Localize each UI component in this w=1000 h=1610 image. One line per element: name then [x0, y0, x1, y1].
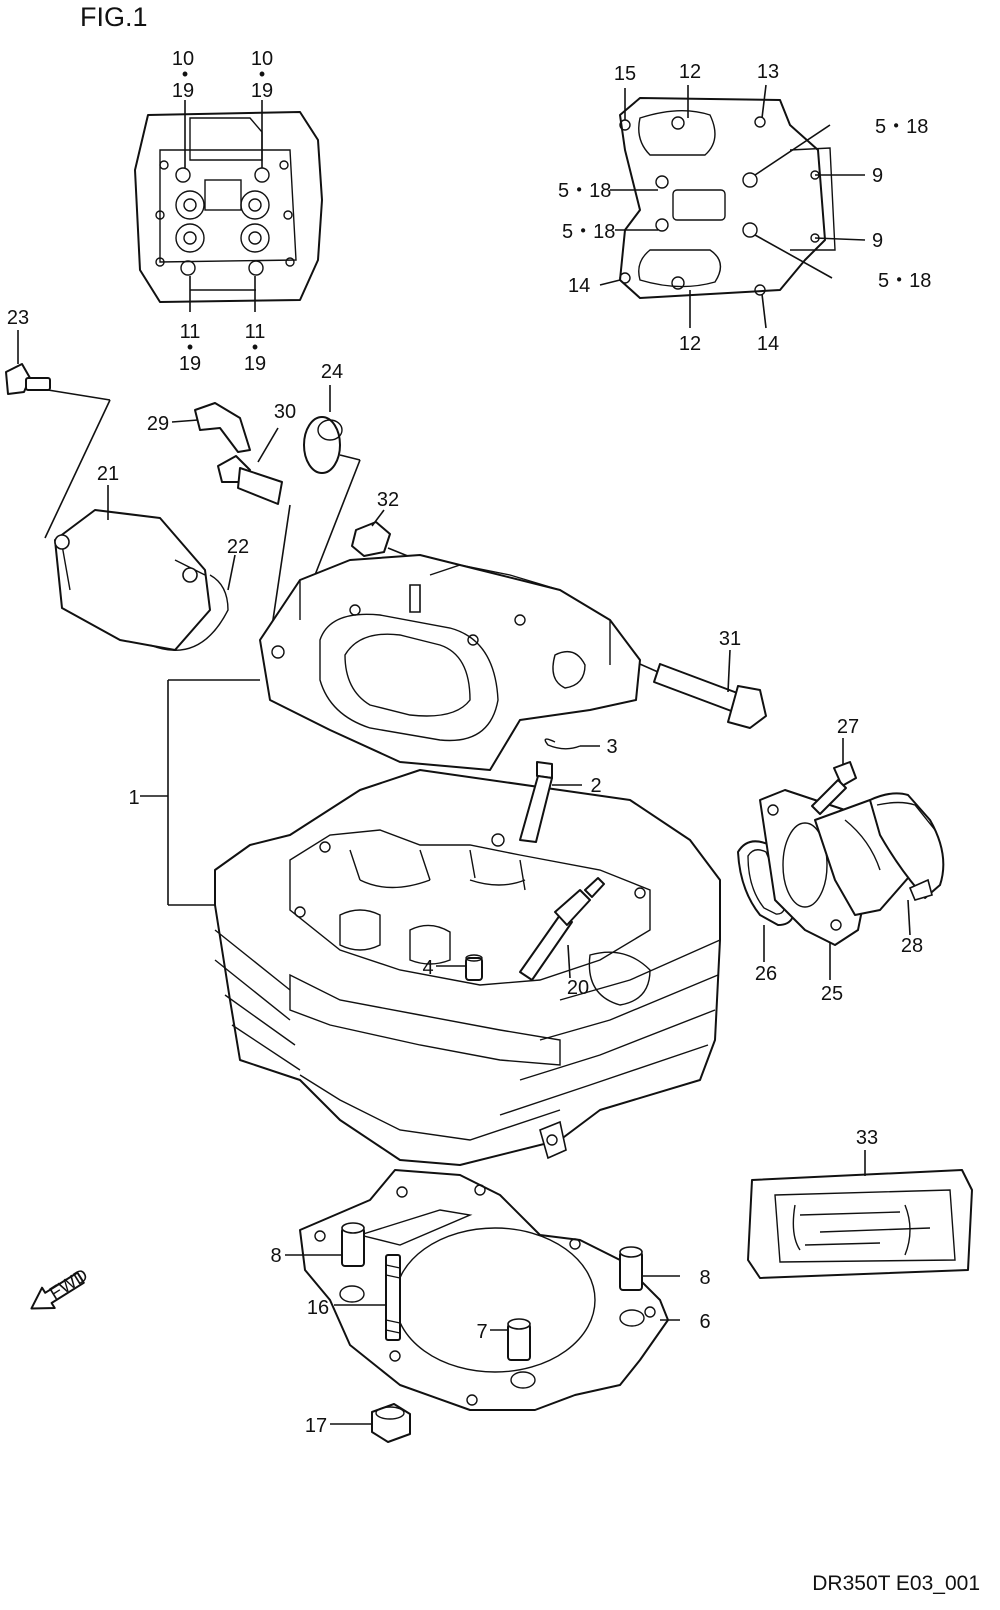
bolt-27: [811, 738, 857, 815]
callout-13: 13: [757, 61, 779, 83]
callout-5-18-bottom-right: 5・18: [878, 270, 931, 292]
fwd-arrow-icon: FWD: [30, 1265, 91, 1310]
callout-bracket-1: [140, 679, 260, 906]
clamp-28: [869, 792, 945, 936]
callout-31: 31: [719, 628, 741, 650]
head-gasket-6: [299, 1169, 680, 1411]
callout-17: 17: [305, 1415, 327, 1437]
callout-25: 25: [821, 983, 843, 1005]
callout-14-right: 14: [757, 333, 779, 355]
callout-12-bottom: 12: [679, 333, 701, 355]
callout-21: 21: [97, 463, 119, 485]
intake-pipe-25: [759, 789, 916, 980]
head-cover-21: [54, 485, 236, 652]
valve-guide-2: [519, 761, 582, 843]
callout-32: 32: [377, 489, 399, 511]
callout-23: 23: [7, 307, 29, 329]
callout-8-right: 8: [699, 1267, 710, 1289]
callout-5-18-top-right: 5・18: [875, 116, 928, 138]
dowel-8-left: [285, 1222, 365, 1267]
fwd-label: FWD: [46, 1265, 91, 1304]
callout-11-left: 11: [180, 321, 201, 343]
spark-plug-20: [519, 877, 605, 981]
callout-16: 16: [307, 1297, 329, 1319]
bolt-30: [217, 427, 291, 641]
callout-9-bottom: 9: [872, 230, 883, 252]
callout-14-left: 14: [568, 275, 590, 297]
callout-11-right: 11: [245, 321, 266, 343]
callout-3: 3: [606, 736, 617, 758]
callout-10-left: 10: [172, 48, 194, 70]
svg-text:•: •: [187, 337, 193, 357]
callout-22: 22: [227, 536, 249, 558]
head-bottom-view: [599, 84, 866, 329]
callout-5-18-upper-left: 5・18: [558, 180, 611, 202]
nut-17: [330, 1403, 411, 1443]
dowel-7: [490, 1318, 531, 1361]
callout-10-right: 10: [251, 48, 273, 70]
callout-28: 28: [901, 935, 923, 957]
callout-6: 6: [699, 1311, 710, 1333]
callout-5-18-lower-left: 5・18: [562, 221, 615, 243]
callout-19-top-left: 19: [172, 80, 194, 102]
callout-24: 24: [321, 361, 343, 383]
callout-19-bottom-left: 19: [179, 353, 201, 375]
bolt-23: [5, 330, 111, 539]
svg-text:•: •: [252, 337, 258, 357]
callout-labels: 10 • 19 10 • 19 11 • 19 11 • 19 15 12 13…: [7, 48, 932, 1437]
callout-2: 2: [590, 775, 601, 797]
camshaft-housing: [259, 554, 641, 771]
callout-27: 27: [837, 716, 859, 738]
diagram-code: DR350T E03_001: [812, 1572, 980, 1595]
svg-text:•: •: [182, 64, 188, 84]
callout-29: 29: [147, 413, 169, 435]
dowel-4: [436, 954, 483, 981]
callout-7: 7: [476, 1321, 487, 1343]
callout-26: 26: [755, 963, 777, 985]
callout-19-top-right: 19: [251, 80, 273, 102]
clip-3: [544, 738, 600, 750]
callout-30: 30: [274, 401, 296, 423]
dowel-8-right: [619, 1246, 680, 1291]
svg-text:•: •: [259, 64, 265, 84]
plug-24: [303, 385, 361, 576]
callout-20: 20: [567, 977, 589, 999]
callout-1: 1: [128, 787, 139, 809]
callout-12-top: 12: [679, 61, 701, 83]
figure-title: FIG.1: [80, 2, 148, 32]
callout-4: 4: [422, 957, 433, 979]
bracket-29: [171, 402, 251, 453]
callout-9-top: 9: [872, 165, 883, 187]
callout-15: 15: [614, 63, 636, 85]
head-top-view: [134, 100, 323, 312]
stud-16: [334, 1254, 401, 1341]
callout-8-left: 8: [270, 1245, 281, 1267]
callout-19-bottom-right: 19: [244, 353, 266, 375]
label-33: [747, 1150, 973, 1279]
callout-33: 33: [856, 1127, 878, 1149]
